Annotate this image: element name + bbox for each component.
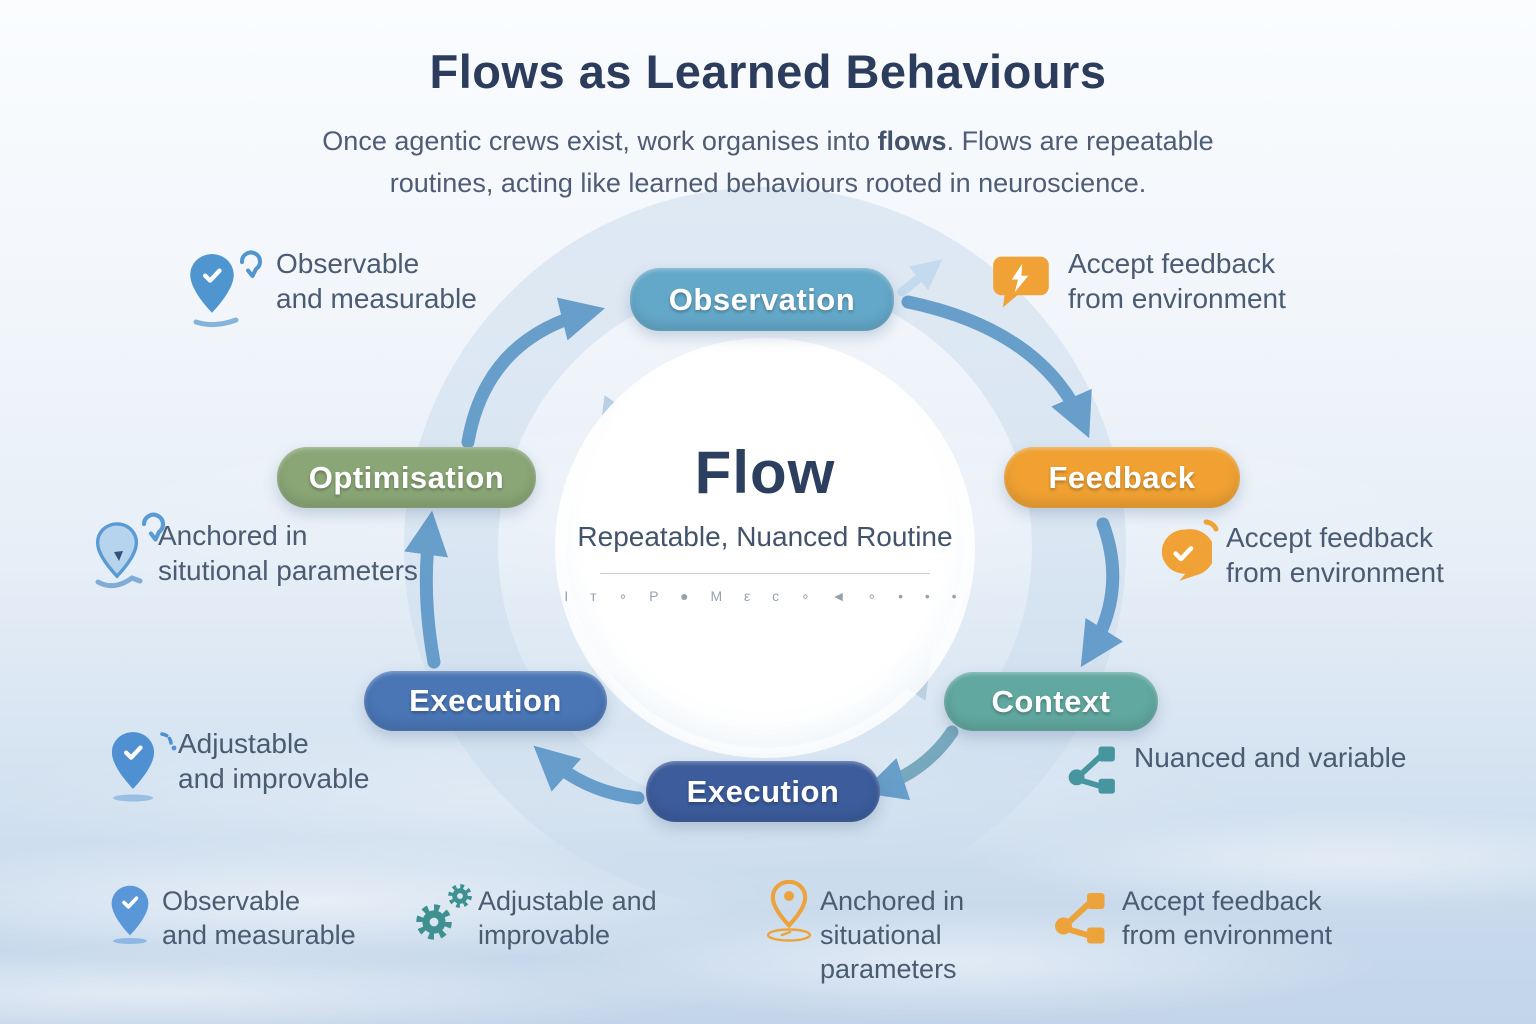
annotation-bottom-left: Adjustable and improvable: [178, 726, 369, 796]
annotation-mid-left-line1: Anchored in: [158, 520, 308, 551]
annotation-mid-right-line1: Accept feedback: [1226, 522, 1434, 553]
node-feedback-label: Feedback: [1048, 459, 1196, 495]
node-context: Context: [944, 672, 1158, 731]
annotation-bottom-left-line1: Adjustable: [178, 728, 309, 759]
center-title: Flow: [694, 439, 836, 506]
node-execution-left-label: Execution: [409, 683, 562, 718]
pin-check-spark-icon: [111, 732, 177, 802]
arrow-optimisation-to-observation: [461, 297, 606, 449]
arrow-execution-to-execution: [533, 745, 645, 805]
annotation-mid-right: Accept feedback from environment: [1226, 520, 1444, 590]
annotation-top-right-line1: Accept feedback: [1068, 248, 1276, 279]
node-observation-label: Observation: [668, 281, 856, 317]
legend-item-adjustable: Adjustable and improvable: [478, 884, 657, 952]
legend-adjustable-line1: Adjustable and: [478, 886, 657, 916]
legend-item-anchored: Anchored in situational parameters: [820, 884, 964, 986]
annotation-mid-left: Anchored in situtional parameters: [158, 518, 418, 588]
annotation-bottom-right: Nuanced and variable: [1134, 740, 1406, 775]
subtitle-bold-word: flows: [877, 126, 947, 156]
annotation-top-left-line2: and measurable: [276, 283, 477, 314]
center-glyphs: I т ∘ P ● M ε c ∘ ◄ ∘ • • •: [564, 588, 966, 604]
node-execution-bottom-label: Execution: [686, 773, 840, 809]
legend-item-observable: Observable and measurable: [162, 884, 356, 952]
annotation-mid-right-line2: from environment: [1226, 557, 1444, 588]
pin-check-question-icon: [190, 250, 262, 328]
decorative-arrow: [897, 259, 943, 297]
outer-ring: [404, 187, 1126, 909]
annotation-top-left-line1: Observable: [276, 248, 420, 279]
legend-adjustable-line2: improvable: [478, 920, 611, 950]
annotation-mid-left-line2: situtional parameters: [158, 555, 418, 586]
node-execution-bottom: Execution: [646, 761, 880, 822]
annotation-top-right-line2: from environment: [1068, 283, 1286, 314]
annotation-top-right: Accept feedback from environment: [1068, 246, 1286, 316]
arrow-observation-to-feedback: [901, 295, 1092, 439]
legend-item-feedback: Accept feedback from environment: [1122, 884, 1332, 952]
node-optimisation: Optimisation: [277, 447, 536, 508]
node-observation: Observation: [630, 268, 894, 331]
chat-check-icon: [1161, 519, 1219, 581]
network-icon: [1046, 882, 1114, 950]
legend-feedback-line1: Accept feedback: [1122, 886, 1322, 916]
arrow-feedback-to-context: [1080, 517, 1123, 668]
subtitle-part1: Once agentic crews exist, work organises…: [322, 126, 878, 156]
legend-observable-line1: Observable: [162, 886, 301, 916]
legend-anchored-line1: Anchored in: [820, 886, 965, 916]
node-execution-left: Execution: [364, 671, 607, 731]
legend-feedback-line2: from environment: [1122, 920, 1333, 950]
node-optimisation-label: Optimisation: [308, 459, 505, 495]
legend-anchored-line2: situational: [820, 920, 942, 950]
center-label-group: Flow Repeatable, Nuanced Routine I т ∘ P…: [555, 438, 975, 605]
annotation-top-left: Observable and measurable: [276, 246, 477, 316]
arrow-execution-to-optimisation: [404, 510, 449, 669]
pin-check-icon: [111, 885, 149, 944]
center-subtitle: Repeatable, Nuanced Routine: [577, 521, 953, 552]
legend-observable-line2: and measurable: [162, 920, 356, 950]
share-network-teal-icon: [1060, 736, 1124, 800]
arrow-context-to-execution: [861, 725, 959, 801]
page-subtitle: Once agentic crews exist, work organises…: [0, 120, 1536, 204]
node-context-label: Context: [991, 683, 1111, 719]
node-feedback: Feedback: [1004, 447, 1240, 508]
annotation-bottom-left-line2: and improvable: [178, 763, 370, 794]
subtitle-part2: . Flows are repeatable: [946, 126, 1214, 156]
gears-icon: [408, 878, 480, 950]
pin-question-icon: [95, 512, 166, 589]
center-divider: [600, 573, 930, 574]
annotation-bottom-right-line1: Nuanced and variable: [1134, 742, 1407, 773]
legend-anchored-line3: parameters: [820, 954, 957, 984]
page-title: Flows as Learned Behaviours: [429, 45, 1107, 98]
center-circle: [555, 338, 975, 758]
subtitle-line2: routines, acting like learned behaviours…: [389, 168, 1147, 198]
map-pin-icon: [766, 880, 812, 942]
chat-lightning-icon: [993, 256, 1049, 308]
